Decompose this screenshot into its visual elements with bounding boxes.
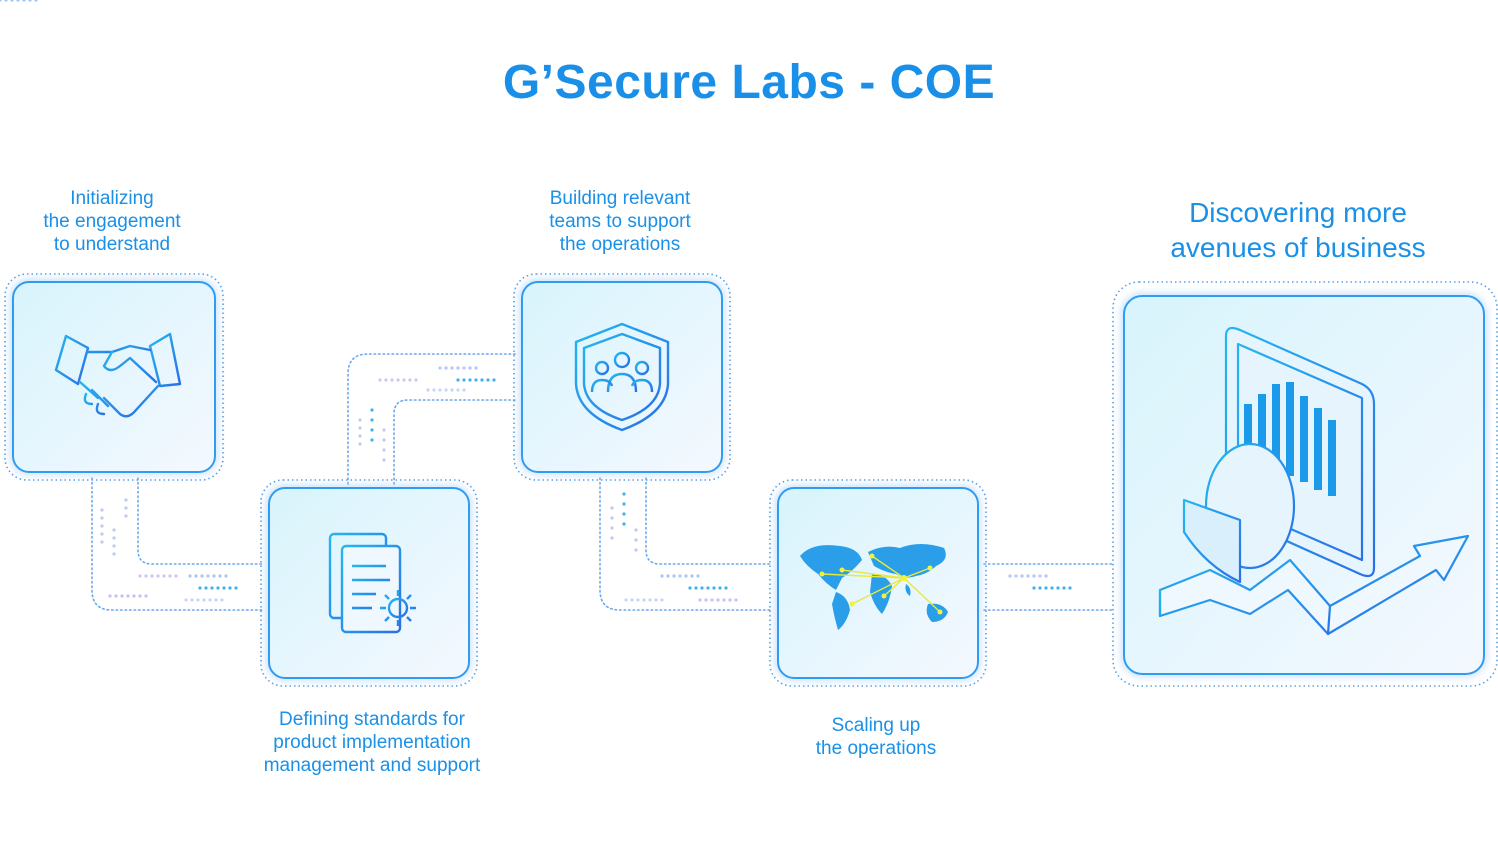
growth-chart-icon [1158,326,1470,636]
page-title: G’Secure Labs - COE [502,56,996,109]
connector-4-5 [983,563,1115,611]
connector-3-4 [599,477,773,611]
step-1-card [4,273,224,481]
world-map-icon [800,544,948,630]
team-shield-icon [574,322,670,432]
connector-1-2 [91,477,263,611]
documents-gear-icon [328,532,416,634]
handshake-icon [54,332,182,418]
connector-2-3 [347,353,517,485]
flow-dots [0,0,1072,602]
step-3-card [513,273,731,481]
